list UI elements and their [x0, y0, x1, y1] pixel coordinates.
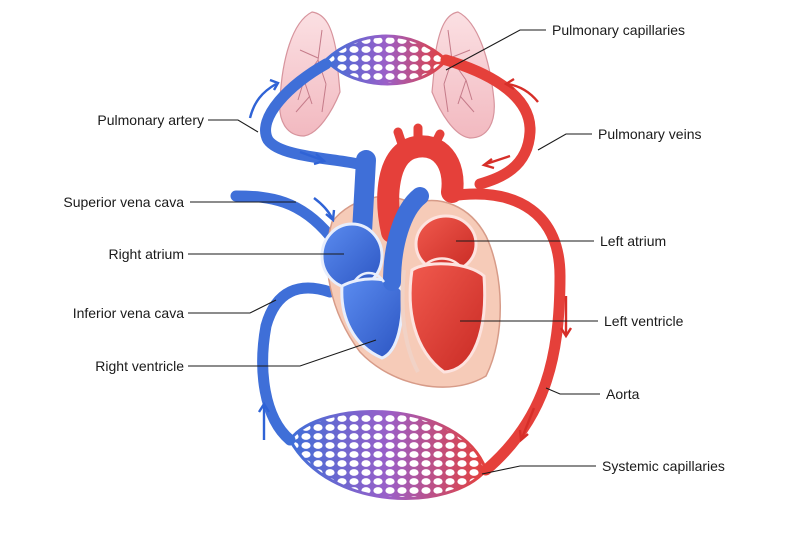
pulmonary-veins-vessel: [440, 54, 536, 190]
systemic-capillary-bed: [288, 410, 488, 500]
label-right-atrium: Right atrium: [109, 246, 184, 262]
arrow-icon: [299, 150, 327, 166]
label-aorta: Aorta: [606, 386, 640, 402]
arrow-icon: [481, 154, 511, 170]
arrow-icon: [503, 77, 539, 103]
aortic-arch: [377, 135, 464, 243]
arrow-icon: [559, 296, 573, 339]
label-right-ventricle: Right ventricle: [95, 358, 184, 374]
label-pulmonary-capillaries: Pulmonary capillaries: [552, 22, 685, 38]
arrow-icon: [257, 401, 271, 440]
label-inferior-vena-cava: Inferior vena cava: [73, 305, 184, 321]
label-superior-vena-cava: Superior vena cava: [63, 194, 184, 210]
pulmonary-artery-vessel: [260, 58, 376, 174]
label-pulmonary-veins: Pulmonary veins: [598, 126, 702, 142]
arrow-icon: [518, 407, 536, 443]
labels: Pulmonary capillaries Pulmonary artery P…: [63, 22, 725, 474]
arrow-icon: [248, 78, 280, 119]
label-systemic-capillaries: Systemic capillaries: [602, 458, 725, 474]
right-ventricle-chamber: [340, 277, 404, 360]
leader-lines: [188, 29, 600, 475]
arrow-icon: [313, 197, 336, 223]
left-ventricle-chamber: [408, 262, 487, 374]
label-left-ventricle: Left ventricle: [604, 313, 684, 329]
heart: [320, 123, 501, 388]
superior-vena-cava-vessel: [230, 190, 336, 242]
pulmonary-capillary-bed: [323, 34, 449, 86]
inferior-vena-cava-vessel: [257, 282, 336, 446]
label-left-atrium: Left atrium: [600, 233, 666, 249]
label-pulmonary-artery: Pulmonary artery: [97, 112, 204, 128]
flow-arrows: [248, 77, 573, 443]
